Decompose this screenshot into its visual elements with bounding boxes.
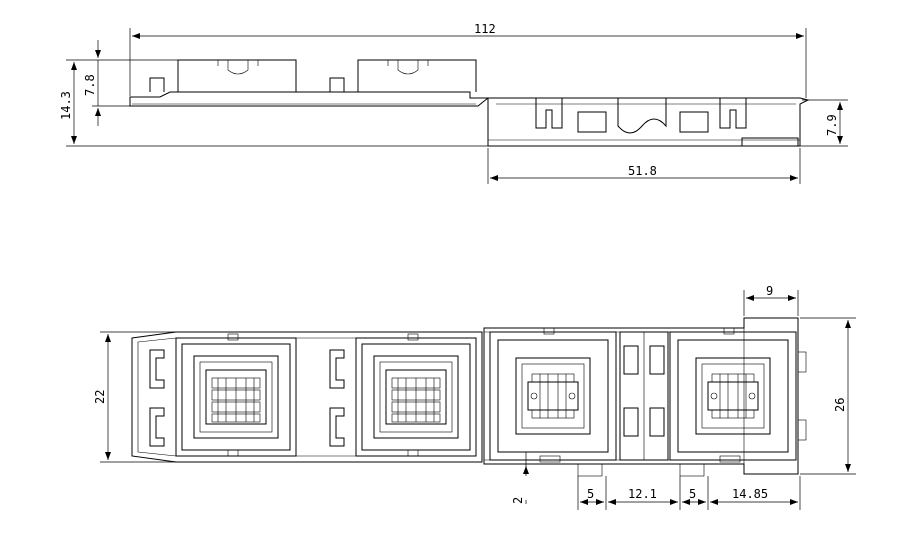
dim-gap-small-label: 2 bbox=[511, 497, 525, 504]
dim-overall-length-label: 112 bbox=[474, 22, 496, 36]
dim-left-inner-height: 7.8 bbox=[83, 40, 130, 126]
dim-right-length: 51.8 bbox=[487, 148, 801, 184]
top-view bbox=[131, 317, 807, 477]
dim-top-small: 9 bbox=[743, 284, 799, 316]
dim-pitch-row: 5 12.1 5 14.85 bbox=[577, 476, 801, 510]
dim-pitch-a-label: 5 bbox=[587, 487, 594, 501]
dim-right-height: 7.9 bbox=[800, 99, 848, 147]
dim-right-length-label: 51.8 bbox=[628, 164, 657, 178]
dim-top-small-label: 9 bbox=[766, 284, 773, 298]
dim-bottom-width-left-label: 22 bbox=[93, 390, 107, 404]
dim-gap-small: 2 bbox=[511, 452, 580, 504]
dim-overall-length: 112 bbox=[129, 22, 807, 98]
dim-bottom-width-left: 22 bbox=[93, 331, 176, 463]
module-3 bbox=[489, 327, 617, 477]
dim-left-height-label: 14.3 bbox=[59, 91, 73, 120]
side-view bbox=[129, 59, 810, 147]
module-4 bbox=[669, 327, 797, 477]
module-2 bbox=[355, 333, 477, 457]
dim-bottom-width-right: 26 bbox=[800, 317, 856, 475]
dim-left-inner-height-label: 7.8 bbox=[83, 74, 97, 96]
module-1 bbox=[175, 333, 297, 457]
dim-pitch-d-label: 14.85 bbox=[732, 487, 768, 501]
dim-pitch-c-label: 5 bbox=[689, 487, 696, 501]
latch-column bbox=[619, 331, 669, 461]
dim-left-height: 14.3 bbox=[59, 59, 488, 147]
dim-right-height-label: 7.9 bbox=[825, 114, 839, 136]
dim-pitch-b-label: 12.1 bbox=[628, 487, 657, 501]
dim-bottom-width-right-label: 26 bbox=[833, 398, 847, 412]
